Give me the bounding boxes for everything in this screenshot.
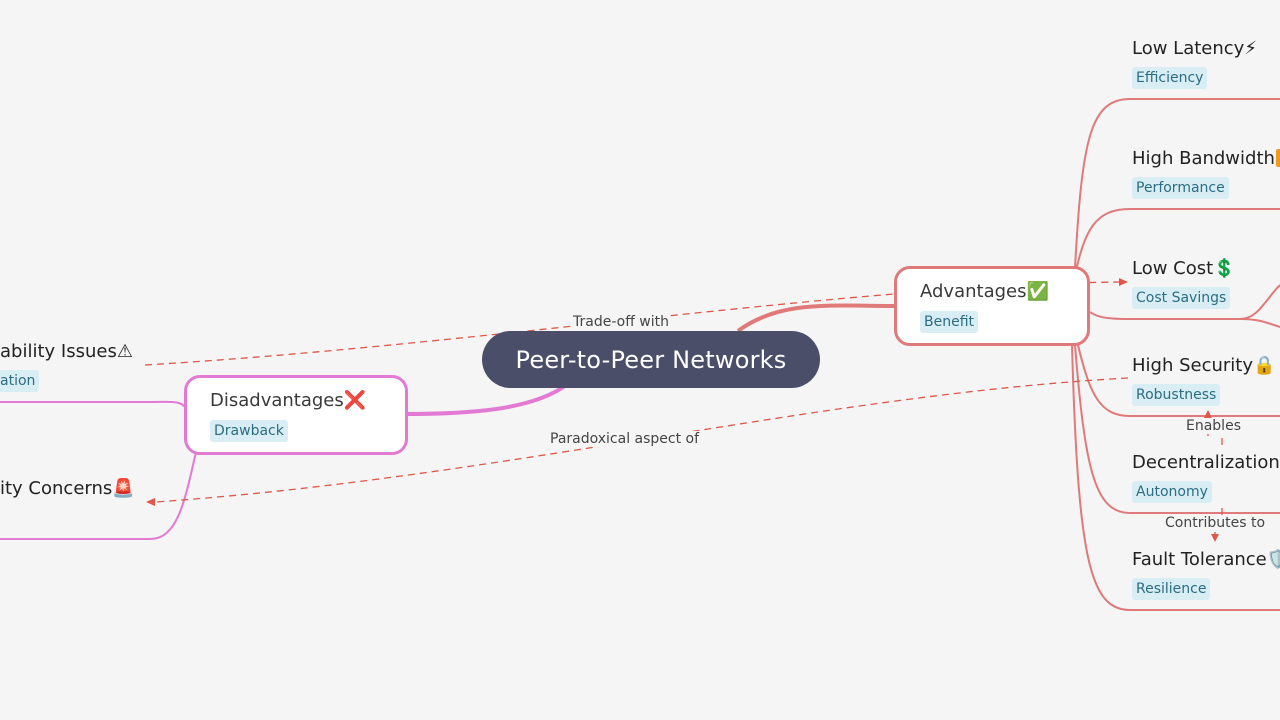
leaf-tag: Efficiency	[1132, 67, 1208, 89]
lock-icon: 🔒	[1253, 355, 1276, 376]
disadvantages-tag: Drawback	[210, 420, 288, 442]
leaf-tag: Robustness	[1132, 384, 1221, 406]
central-topic[interactable]: Peer-to-Peer Networks	[482, 331, 820, 388]
warning-icon: ⚠	[116, 341, 133, 362]
contributes-label: Contributes to	[1165, 515, 1266, 531]
leaf-scalability-issues[interactable]: ability Issues⚠ ation	[0, 341, 133, 392]
leaf-tag: Performance	[1132, 177, 1229, 199]
disadvantages-title: Disadvantages❌	[210, 390, 367, 411]
root-advantages-connector	[736, 303, 896, 333]
leaf-tag: Cost Savings	[1132, 287, 1231, 309]
advantages-node[interactable]: Advantages✅ Benefit	[894, 266, 1090, 346]
lightning-icon: ⚡	[1244, 38, 1257, 59]
shield-icon: 🛡️	[1266, 549, 1280, 570]
leaf-fault-tolerance[interactable]: Fault Tolerance🛡️ Resilience	[1132, 549, 1280, 600]
advantages-tag: Benefit	[920, 311, 979, 333]
root-disadvantages-connector	[404, 384, 567, 416]
leaf-tag: Autonomy	[1132, 481, 1212, 503]
relation-arrowheads	[146, 278, 1219, 542]
enables-label: Enables	[1186, 418, 1241, 434]
leaf-low-cost[interactable]: Low Cost💲 Cost Savings	[1132, 258, 1236, 309]
leaf-decentralization[interactable]: Decentralization Autonomy	[1132, 452, 1280, 503]
cross-mark-icon: ❌	[343, 390, 367, 411]
siren-icon: 🚨	[112, 478, 135, 499]
advantages-leaf-connectors	[1071, 98, 1280, 611]
advantages-title: Advantages✅	[920, 281, 1049, 302]
bar-chart-icon	[1275, 149, 1280, 167]
leaf-tag: ation	[0, 370, 40, 392]
disadvantages-node[interactable]: Disadvantages❌ Drawback	[184, 375, 408, 455]
disadvantages-leaf-connectors	[0, 400, 197, 540]
check-mark-icon: ✅	[1026, 281, 1049, 302]
paradox-connector	[154, 377, 1129, 503]
leaf-low-latency[interactable]: Low Latency⚡ Efficiency	[1132, 38, 1257, 89]
dollar-icon: 💲	[1213, 258, 1236, 279]
leaf-high-security[interactable]: High Security🔒 Robustness	[1132, 355, 1275, 406]
leaf-high-bandwidth[interactable]: High Bandwidth Performance	[1132, 148, 1280, 199]
leaf-tag: Resilience	[1132, 578, 1211, 600]
leaf-security-concerns[interactable]: ity Concerns🚨	[0, 478, 135, 499]
paradox-label: Paradoxical aspect of	[550, 431, 700, 447]
tradeoff-label: Trade-off with	[573, 314, 670, 330]
